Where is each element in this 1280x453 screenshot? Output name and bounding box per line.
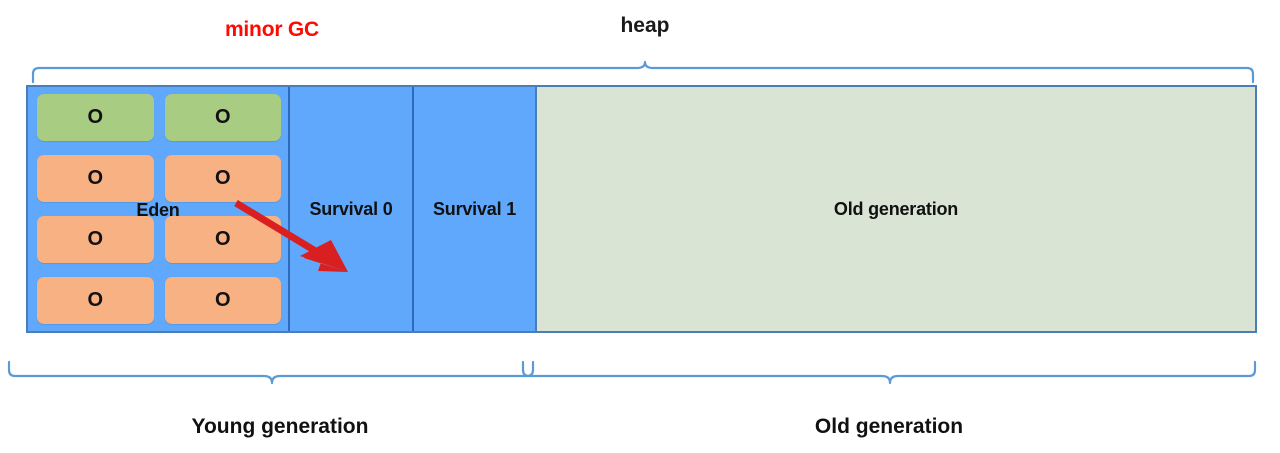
region-survival-1: Survival 1 — [414, 87, 537, 331]
region-survival-0: Survival 0 — [290, 87, 414, 331]
heap-label: heap — [620, 14, 670, 37]
region-survival-0-label: Survival 0 — [309, 198, 393, 219]
heap-box: Eden O O O O O O O O Survival 0 Survival… — [26, 85, 1257, 333]
old-generation-bottom-label: Old generation — [814, 415, 964, 438]
old-generation-brace — [521, 360, 1257, 385]
eden-object: O — [164, 216, 281, 263]
minor-gc-annotation: minor GC — [224, 18, 320, 41]
region-eden-label: Eden — [136, 200, 180, 220]
young-generation-label: Young generation — [191, 415, 369, 438]
region-old-generation-label: Old generation — [833, 198, 959, 219]
region-survival-1-label: Survival 1 — [432, 198, 517, 219]
heap-brace — [31, 60, 1255, 84]
eden-object: O — [37, 216, 154, 263]
young-generation-brace — [7, 360, 535, 385]
region-old-generation: Old generation — [537, 87, 1255, 331]
region-eden: Eden O O O O O O O O — [28, 87, 290, 331]
eden-object-grid: O O O O O O O O — [37, 94, 281, 324]
eden-object: O — [164, 277, 281, 324]
eden-object: O — [164, 94, 281, 141]
eden-object: O — [37, 277, 154, 324]
eden-object: O — [37, 155, 154, 202]
eden-object: O — [164, 155, 281, 202]
eden-object: O — [37, 94, 154, 141]
